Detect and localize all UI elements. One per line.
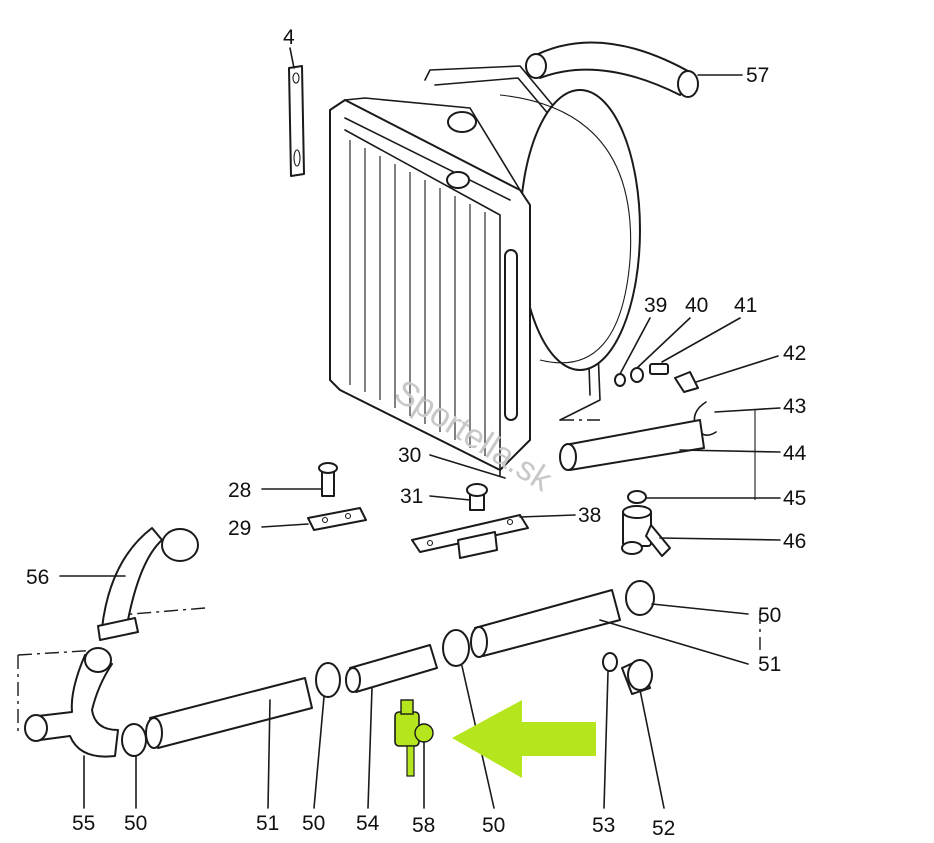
filler-cap <box>447 111 477 133</box>
part-51-tube-right <box>474 589 621 657</box>
part-44-tube <box>564 419 705 471</box>
label-46: 46 <box>783 530 806 553</box>
label-50-mid: 50 <box>302 812 325 835</box>
label-4: 4 <box>283 26 295 49</box>
label-55: 55 <box>72 812 95 835</box>
mounting-parts <box>261 454 576 559</box>
label-44: 44 <box>783 442 807 465</box>
part-58-drain-valve <box>394 699 434 809</box>
label-29: 29 <box>228 517 251 540</box>
part-56-bent-hose <box>59 527 199 641</box>
label-42: 42 <box>783 342 806 365</box>
label-50-center: 50 <box>482 814 505 837</box>
part-29-plate <box>307 507 367 531</box>
label-41: 41 <box>734 294 757 317</box>
part-54-tube <box>349 644 438 693</box>
label-45: 45 <box>783 487 806 510</box>
label-40: 40 <box>685 294 708 317</box>
part-45-washer <box>627 490 647 504</box>
label-38: 38 <box>578 504 601 527</box>
radiator <box>329 97 531 477</box>
clamp-50-b <box>315 662 341 698</box>
part-51-tube-left <box>149 677 313 749</box>
tubes <box>145 589 749 809</box>
part-39-washer <box>614 373 626 387</box>
parts-43-46 <box>559 401 781 557</box>
label-52: 52 <box>652 817 675 840</box>
parts-52-53 <box>602 652 665 809</box>
part-42-clip <box>674 371 699 393</box>
assembly-guides <box>17 419 761 735</box>
part-4-bracket <box>288 47 305 177</box>
clamp-50-a <box>121 723 147 757</box>
hose-clamps-50 <box>121 580 749 809</box>
part-labels: 4 57 39 40 41 42 43 44 45 46 30 28 31 38… <box>26 26 807 840</box>
label-51-left: 51 <box>256 812 279 835</box>
clamp-50-d <box>625 580 655 616</box>
fan-shroud <box>424 65 641 421</box>
label-51-right: 51 <box>758 653 781 676</box>
part-46-drain-tap <box>621 505 671 557</box>
part-57-upper-hose <box>525 41 743 98</box>
part-41-bolt <box>649 363 669 375</box>
label-58: 58 <box>412 814 435 837</box>
label-39: 39 <box>644 294 667 317</box>
label-43: 43 <box>783 395 806 418</box>
label-57: 57 <box>746 64 769 87</box>
label-28: 28 <box>228 479 251 502</box>
part-38-bracket <box>411 514 529 553</box>
label-50-left: 50 <box>124 812 147 835</box>
label-50-right: 50 <box>758 604 781 627</box>
label-53: 53 <box>592 814 615 837</box>
label-31: 31 <box>400 485 423 508</box>
arrow-left-icon <box>452 700 596 778</box>
part-55-y-pipe <box>24 647 119 809</box>
label-54: 54 <box>356 812 380 835</box>
label-30: 30 <box>398 444 421 467</box>
fasteners-39-42 <box>614 317 779 393</box>
part-40-washer <box>630 367 644 383</box>
part-53-washer <box>602 652 618 672</box>
clamp-50-c <box>442 629 470 667</box>
label-56: 56 <box>26 566 49 589</box>
